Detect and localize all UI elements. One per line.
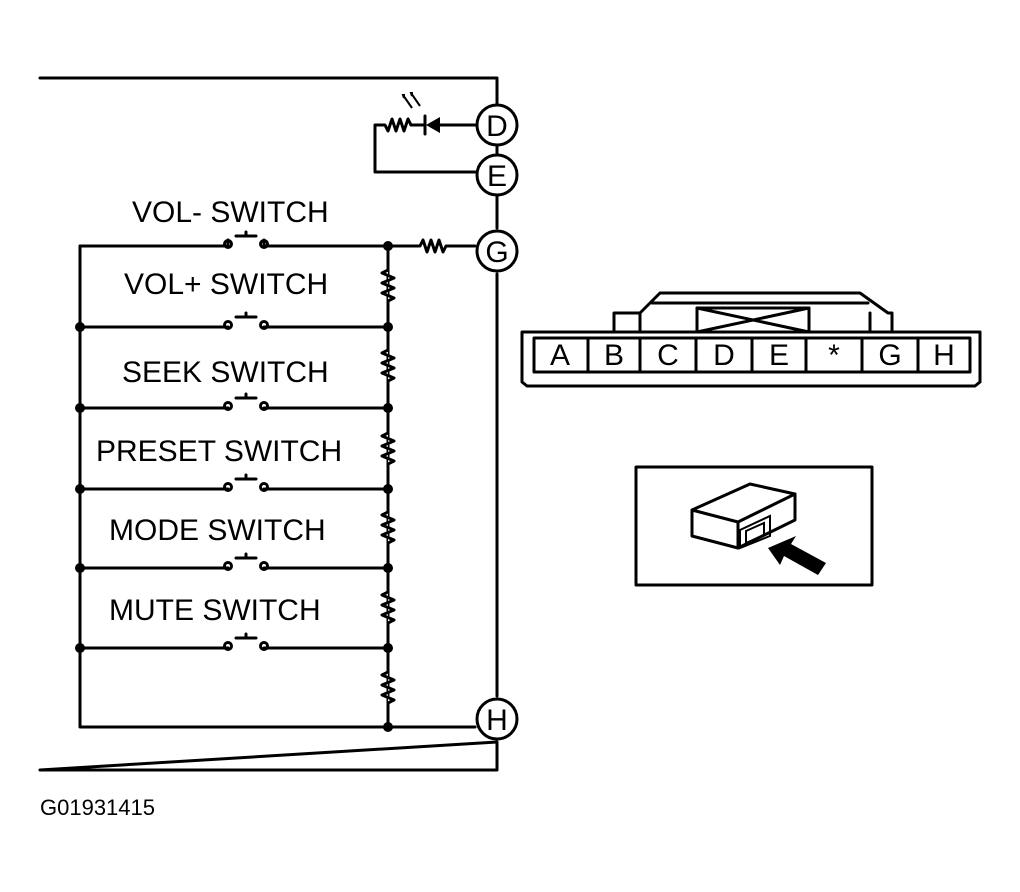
- junction-dots: [75, 241, 393, 732]
- led-icon: [426, 117, 440, 133]
- pin-d: D: [713, 339, 735, 372]
- pin-g: G: [878, 339, 901, 372]
- figure-id: G01931415: [40, 795, 155, 820]
- terminal-h-label: H: [486, 704, 508, 737]
- connector-pin-labels: A B C D E * G H: [550, 339, 955, 372]
- illumination-circuit: [373, 92, 477, 174]
- left-bus: [78, 244, 477, 729]
- pin-b: B: [604, 339, 624, 372]
- switch-label-seek: SEEK SWITCH: [122, 356, 329, 389]
- switch-label-vol-plus: VOL+ SWITCH: [124, 268, 328, 301]
- pin-h: H: [933, 339, 955, 372]
- terminal-d: D: [475, 103, 519, 147]
- locator-inset: [634, 465, 874, 587]
- switch-label-mode: MODE SWITCH: [109, 514, 326, 547]
- terminal-e: E: [475, 153, 519, 197]
- switch-label-preset: PRESET SWITCH: [96, 435, 342, 468]
- switch-label-vol-minus: VOL- SWITCH: [132, 196, 329, 229]
- connector-face: [520, 291, 982, 388]
- switch-rungs: [78, 230, 477, 651]
- pin-blank: *: [828, 339, 840, 372]
- pin-e: E: [769, 339, 789, 372]
- switch-label-mute: MUTE SWITCH: [109, 594, 321, 627]
- pin-c: C: [657, 339, 679, 372]
- ladder-resistors: [380, 268, 396, 705]
- terminal-g: G: [475, 229, 519, 273]
- led-resistor: [373, 117, 477, 174]
- pin-a: A: [550, 339, 570, 372]
- terminal-e-label: E: [487, 160, 507, 193]
- assembly-outline: [38, 76, 499, 772]
- arrow-icon: [768, 536, 826, 575]
- switch-module-icon: [690, 482, 797, 550]
- terminal-h: H: [475, 697, 519, 741]
- terminal-d-label: D: [486, 110, 508, 143]
- terminal-g-label: G: [485, 236, 508, 269]
